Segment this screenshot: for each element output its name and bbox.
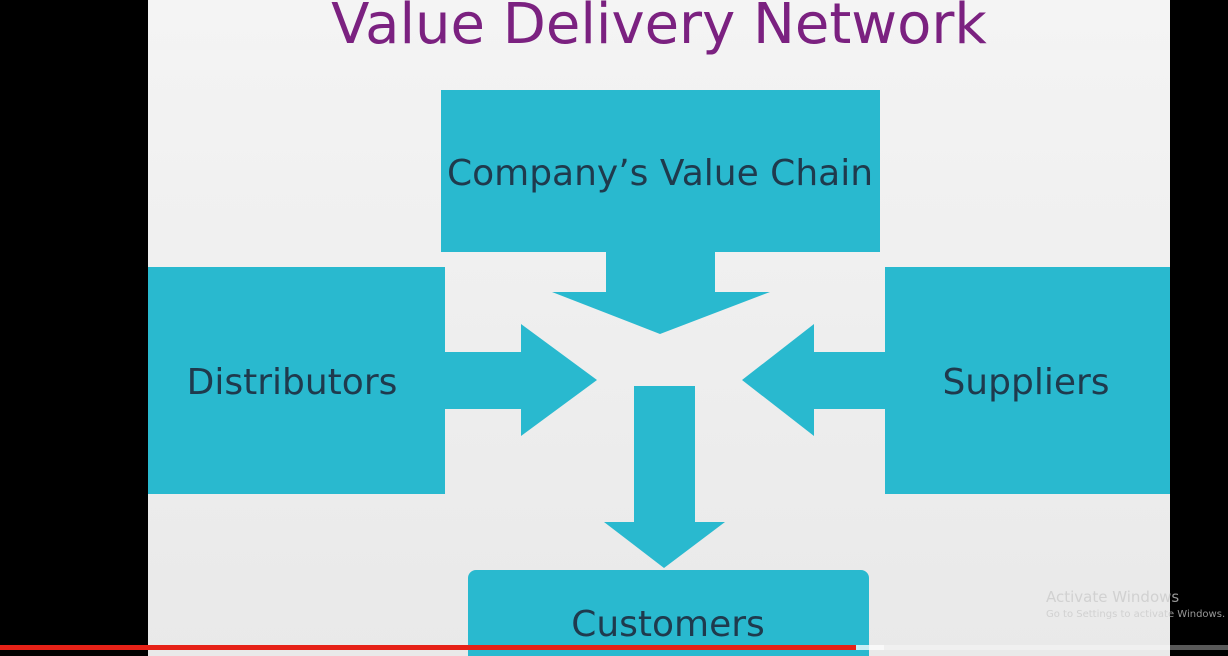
- watermark-line-1: Activate Windows: [1046, 588, 1180, 606]
- company-value-chain-node: Company’s Value Chain: [441, 90, 880, 334]
- activate-windows-watermark: Activate Windows Go to Settings to activ…: [1046, 588, 1225, 620]
- video-played-bar: [0, 645, 856, 650]
- distributors-node: Distributors: [148, 267, 597, 494]
- watermark-line-2: Go to Settings to activate Windows.: [1046, 609, 1226, 620]
- down-arrow-to-customers: [604, 386, 725, 568]
- distributors-label: Distributors: [187, 362, 398, 403]
- value-delivery-diagram: Company’s Value Chain Distributors Suppl…: [148, 90, 1170, 656]
- company-value-chain-label: Company’s Value Chain: [447, 153, 873, 194]
- distributors-shape: [148, 267, 597, 494]
- suppliers-label: Suppliers: [942, 362, 1109, 403]
- suppliers-node: Suppliers: [742, 267, 1170, 494]
- company-value-chain-shape: [441, 90, 880, 334]
- customers-label: Customers: [571, 604, 765, 645]
- presentation-slide: Value Delivery Network Company’s Value C…: [148, 0, 1170, 656]
- video-buffered-bar: [856, 645, 884, 650]
- suppliers-shape: [742, 267, 1170, 494]
- customers-shape: [468, 570, 869, 656]
- slide-title: Value Delivery Network: [331, 0, 987, 57]
- customers-node: Customers: [468, 570, 869, 656]
- video-progress-bar[interactable]: [0, 645, 1228, 650]
